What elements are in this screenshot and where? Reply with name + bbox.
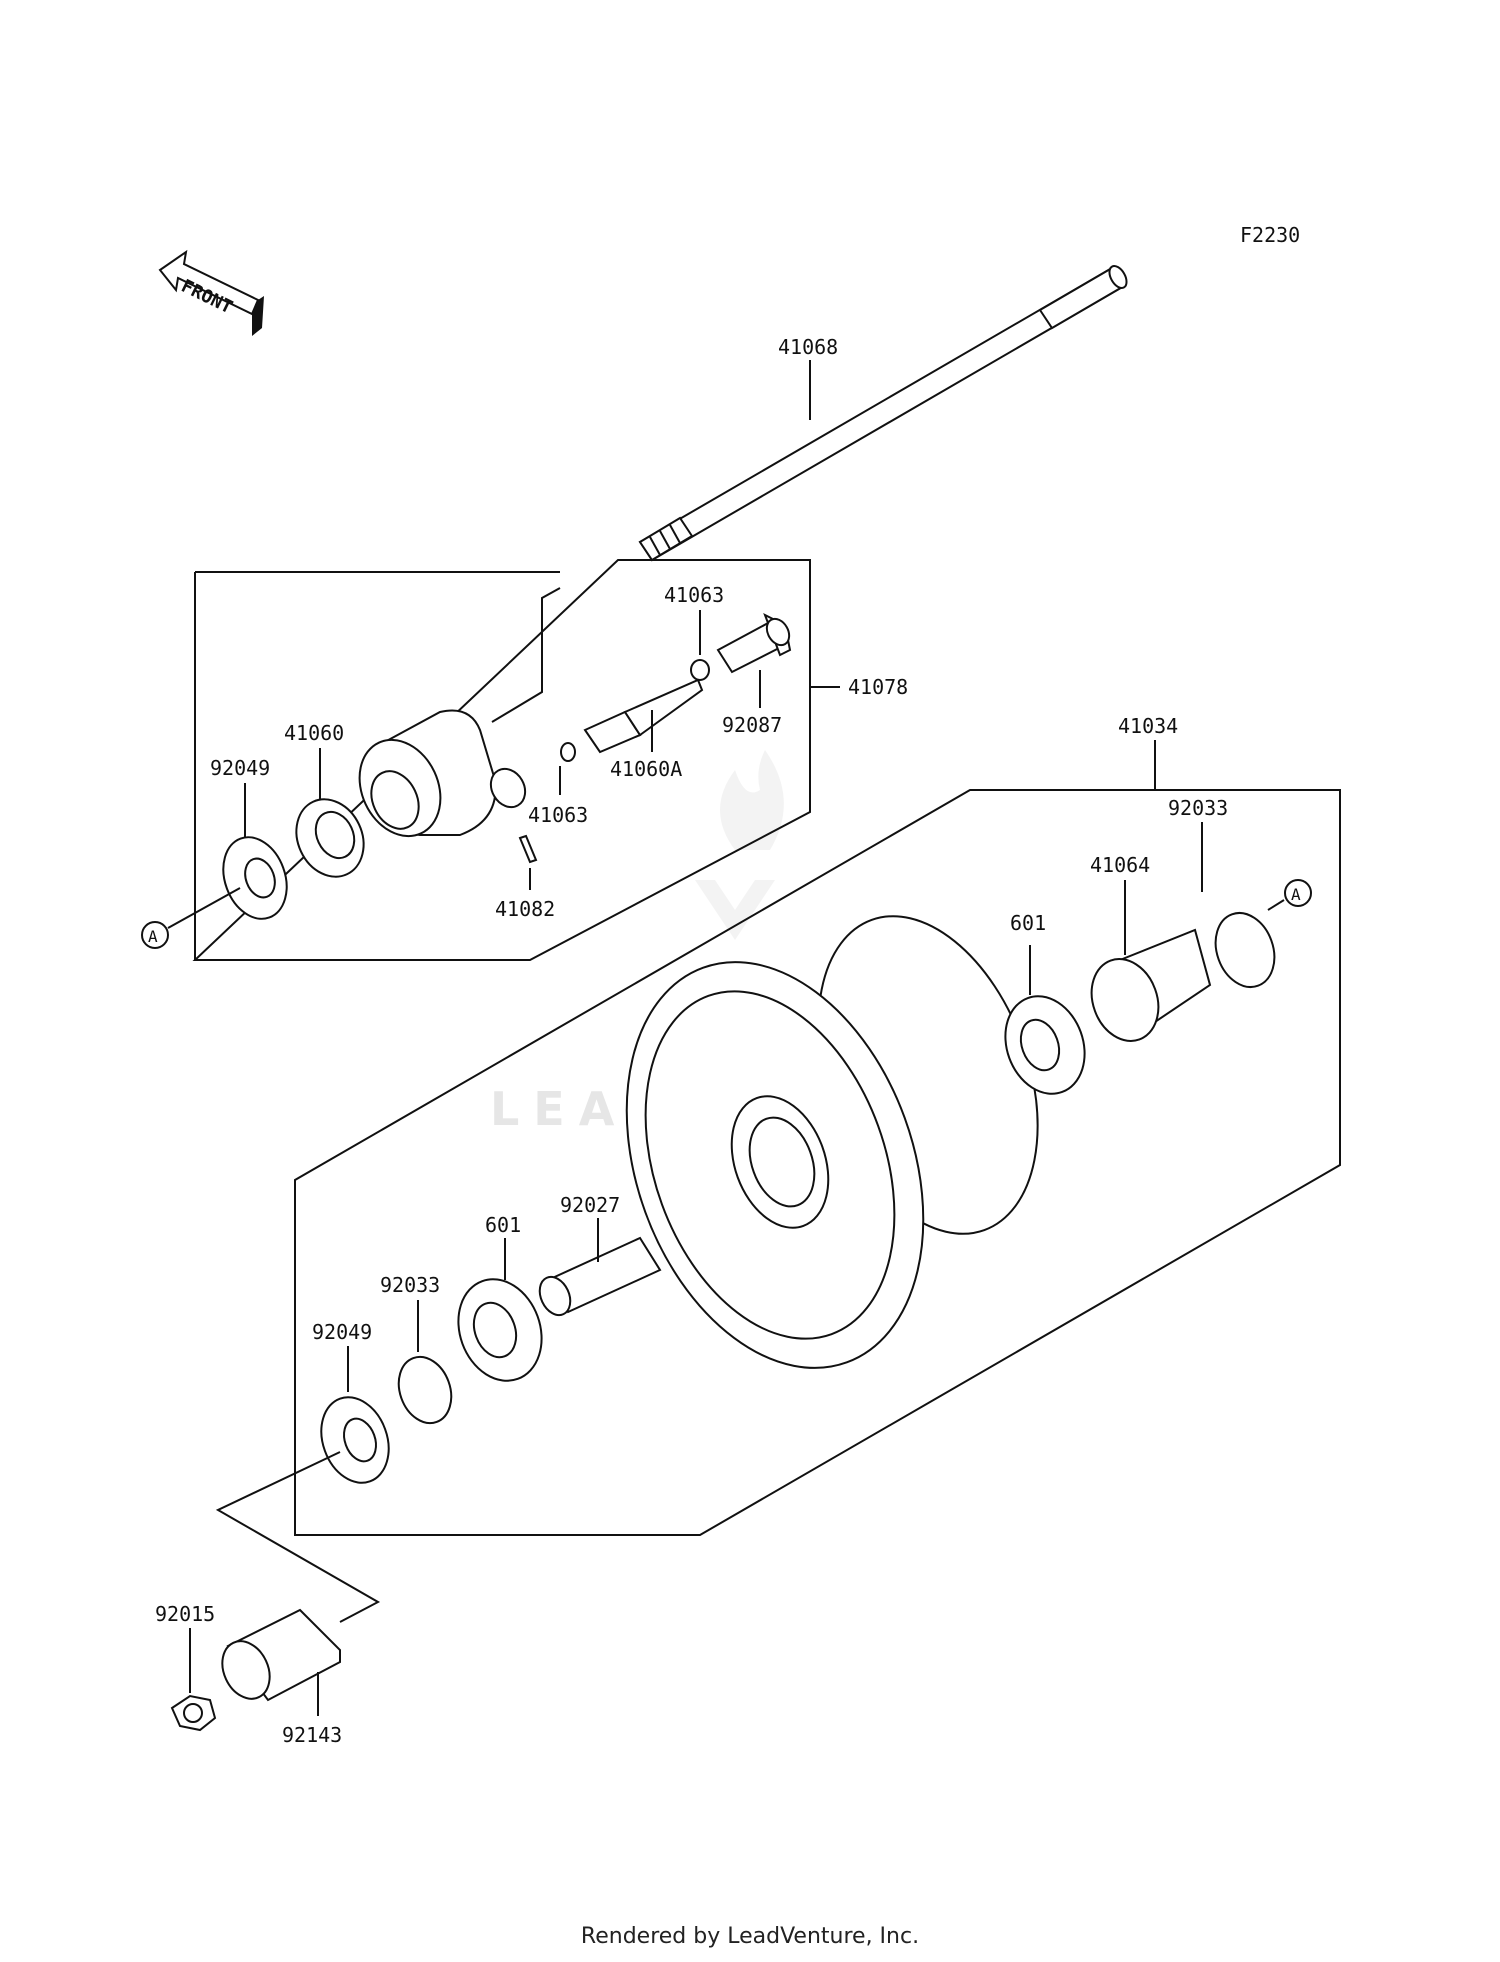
ref-a-left: A bbox=[148, 927, 158, 946]
label-41060: 41060 bbox=[284, 721, 344, 745]
diagram-code: F2230 bbox=[1240, 223, 1300, 247]
ref-a-right-icon bbox=[1284, 879, 1312, 907]
collar-92143 bbox=[221, 1608, 341, 1702]
label-92033-right: 92033 bbox=[1168, 796, 1228, 820]
label-92033-left: 92033 bbox=[380, 1273, 440, 1297]
bearing-601-left bbox=[457, 1278, 543, 1382]
label-92027: 92027 bbox=[560, 1193, 620, 1217]
label-41064: 41064 bbox=[1090, 853, 1150, 877]
seal-92049-bottom bbox=[320, 1396, 390, 1484]
pinion-41060a bbox=[583, 678, 704, 754]
label-41063-top: 41063 bbox=[664, 583, 724, 607]
label-92049-bottom: 92049 bbox=[312, 1320, 372, 1344]
box-41034 bbox=[294, 789, 1341, 1536]
leader-ref-a-left bbox=[167, 887, 241, 929]
circlip-92033-left bbox=[397, 1355, 453, 1425]
spacer-92027 bbox=[538, 1236, 662, 1317]
gear-housing bbox=[358, 709, 527, 838]
label-41082: 41082 bbox=[495, 897, 555, 921]
watermark-logo bbox=[695, 750, 784, 940]
nut-92015 bbox=[170, 1694, 217, 1732]
leader-ref-a-right bbox=[1267, 899, 1285, 911]
label-92087: 92087 bbox=[722, 713, 782, 737]
front-arrow-icon: FRONT bbox=[158, 249, 264, 336]
label-41060a: 41060A bbox=[610, 757, 682, 781]
bearing-601-right bbox=[1004, 995, 1086, 1095]
label-41078: 41078 bbox=[848, 675, 908, 699]
footer-credit: Rendered by LeadVenture, Inc. bbox=[580, 1924, 920, 1949]
ref-a-right: A bbox=[1291, 885, 1301, 904]
collar-41064 bbox=[1090, 928, 1212, 1042]
label-92143: 92143 bbox=[282, 1723, 342, 1747]
box-41078 bbox=[192, 559, 811, 961]
wheel-hub bbox=[625, 915, 1039, 1369]
label-41034: 41034 bbox=[1118, 714, 1178, 738]
label-41063-mid: 41063 bbox=[528, 803, 588, 827]
axle-41068 bbox=[638, 265, 1128, 562]
leader-lower-assembly bbox=[215, 1451, 381, 1623]
seal-92049-top bbox=[222, 836, 288, 920]
label-41068: 41068 bbox=[778, 335, 838, 359]
label-601-left: 601 bbox=[485, 1213, 521, 1237]
label-92015: 92015 bbox=[155, 1602, 215, 1626]
washer-41063-mid bbox=[560, 742, 576, 762]
label-92049-top: 92049 bbox=[210, 756, 270, 780]
pin-41082 bbox=[518, 834, 538, 864]
bushing-92087 bbox=[716, 612, 792, 674]
washer-41063-top bbox=[690, 659, 710, 681]
label-601-right: 601 bbox=[1010, 911, 1046, 935]
gear-41060 bbox=[295, 798, 365, 878]
ref-a-left-icon bbox=[141, 921, 169, 949]
circlip-92033-right bbox=[1214, 912, 1276, 988]
